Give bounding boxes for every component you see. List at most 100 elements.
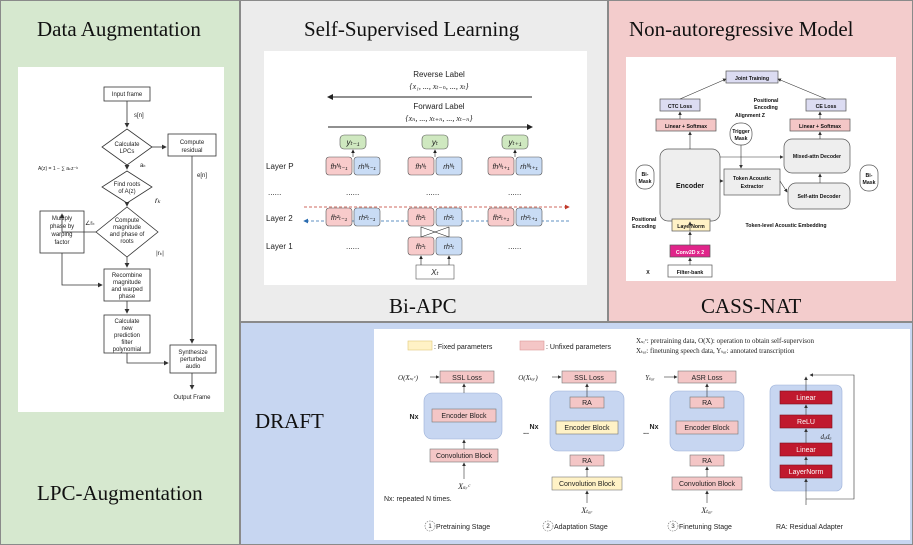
token-acoustic-box — [723, 168, 781, 196]
synth-l3: audio — [186, 364, 201, 370]
fixed-swatch — [407, 340, 433, 351]
cell-label: rhᴺₜ — [443, 164, 455, 171]
cell-label: rh²ₜ — [444, 215, 455, 222]
ra-label: RA — [702, 458, 712, 465]
residual-l1: Compute — [180, 140, 205, 146]
ssl-loss-box — [439, 370, 495, 384]
en-label: e[n] — [197, 173, 207, 179]
x-tar-label: Xₜₐᵣ — [580, 506, 592, 515]
mixed-decoder-box — [783, 138, 851, 174]
angle-rk-label: ∠rₖ — [85, 220, 95, 227]
layernorm-box — [671, 218, 711, 232]
nx-label: Nx — [530, 424, 539, 431]
linear-softmax-label: Linear + Softmax — [665, 124, 707, 130]
encoder-block-label: Encoder Block — [441, 413, 487, 420]
x-src-label: Xₛᵣᶜ — [457, 482, 471, 491]
joint-training-box — [725, 70, 779, 84]
rk-label: rₖ — [155, 196, 161, 205]
encoder-label: Encoder — [676, 183, 704, 190]
fh-cell — [407, 156, 435, 176]
bi-mask-l1: Bi- — [866, 173, 873, 179]
layernorm-label: LayerNorm — [677, 224, 705, 230]
cell-label: rh¹ₜ — [444, 244, 455, 251]
ra-label: RA — [582, 400, 592, 407]
fh-cell — [325, 156, 353, 176]
multiply-l1: Multiply — [52, 216, 72, 222]
token-embedding-label: Token-level Acoustic Embedding — [746, 223, 827, 229]
conv2d-label: Conv2D x 2 — [676, 250, 704, 256]
xt-label: Xₜ — [430, 268, 439, 277]
pos-enc-top-l2: Encoding — [754, 105, 778, 111]
linear-label: Linear — [796, 395, 816, 402]
layer-2-label: Layer 2 — [266, 214, 293, 223]
synth-box — [169, 344, 217, 374]
ra-note: RA: Residual Adapter — [776, 524, 844, 531]
recombine-l2: magnitude — [113, 280, 142, 286]
find-roots-l1: Find roots — [114, 182, 141, 188]
recombine-box — [103, 268, 151, 302]
panel-title: Data Augmentation — [37, 17, 201, 41]
xt-node — [415, 264, 455, 280]
ra-box — [569, 454, 605, 467]
self-decoder-label: Self-attn Decoder — [798, 194, 841, 200]
fixed-label: : Fixed parameters — [434, 344, 493, 351]
output-label: yₜ — [431, 138, 439, 147]
compute-mag-l1: Compute — [115, 218, 140, 224]
calc-new-l2: new — [121, 326, 133, 332]
pos-enc-left-l2: Encoding — [632, 224, 656, 230]
ssl-loss-label: SSL Loss — [452, 375, 482, 382]
stage-number: 1 — [428, 524, 432, 530]
unfixed-label: : Unfixed parameters — [546, 344, 611, 351]
layer-p-label: Layer P — [266, 162, 294, 171]
o-xsrc-label: O(Xₛᵣᶜ) — [398, 374, 419, 382]
calc-new-l1: Calculate — [114, 319, 140, 325]
ssl-loss-box — [561, 370, 617, 384]
rh-cell — [435, 156, 463, 176]
output-node — [339, 134, 367, 150]
compute-mag-l3: and phase of — [110, 232, 145, 238]
dots: ... — [523, 429, 529, 436]
bi-mask-node — [635, 164, 655, 190]
asr-loss-box — [677, 370, 737, 384]
layernorm-label: LayerNorm — [789, 469, 824, 476]
stage-number-icon — [667, 520, 679, 532]
dots: ...... — [268, 188, 281, 197]
legend-line1: Xₛᵣᶜ: pretraining data, O(X): operation … — [636, 337, 814, 345]
stage-number-icon — [542, 520, 554, 532]
compute-mag-l2: magnitude — [113, 225, 142, 231]
rh-cell — [353, 156, 381, 176]
dots: ...... — [346, 188, 359, 197]
x-tar-label: Xₜₐᵣ — [700, 506, 712, 515]
stage1-label: Pretraining Stage — [436, 524, 490, 531]
unfixed-swatch — [519, 340, 545, 351]
calc-new-l5: polynomial — [113, 347, 142, 353]
cell-label: rh²ₜ₊₁ — [521, 215, 538, 222]
token-acoustic-l2: Extractor — [741, 184, 764, 190]
ra-label: RA — [702, 400, 712, 407]
dots: ...... — [426, 188, 439, 197]
ra-box — [689, 454, 725, 467]
legend-line2: Xₜₐᵣ: finetuning speech data, Yₜₐᵣ: anno… — [636, 347, 795, 355]
recombine-l1: Recombine — [112, 273, 143, 279]
panel-caption: LPC-Augmentation — [37, 481, 203, 505]
calc-new-l3: prediction — [114, 333, 140, 339]
fh-cell — [407, 207, 435, 227]
cell-label: fh¹ₜ — [416, 244, 426, 251]
nx-label: Nx — [650, 424, 659, 431]
cell-label: rh²ₜ₋₁ — [359, 215, 376, 222]
bi-mask-l2: Mask — [863, 180, 876, 186]
linear-label: Linear — [796, 447, 816, 454]
nx-label: Nx — [410, 414, 419, 421]
linear-softmax-box — [655, 118, 717, 132]
conv-block-label: Convolution Block — [559, 481, 616, 488]
ra-label: RA — [582, 458, 592, 465]
find-roots-l2: of A(z) — [118, 189, 135, 195]
multiply-l2: phase by — [50, 224, 74, 230]
panel-title: Non-autoregressive Model — [629, 17, 854, 41]
rh-cell — [353, 207, 381, 227]
multiply-l3: warping — [50, 232, 72, 238]
rh-cell — [435, 207, 463, 227]
stage-number: 2 — [546, 524, 550, 530]
bi-mask-l2: Mask — [639, 179, 652, 185]
encoder-block-box — [675, 420, 739, 435]
